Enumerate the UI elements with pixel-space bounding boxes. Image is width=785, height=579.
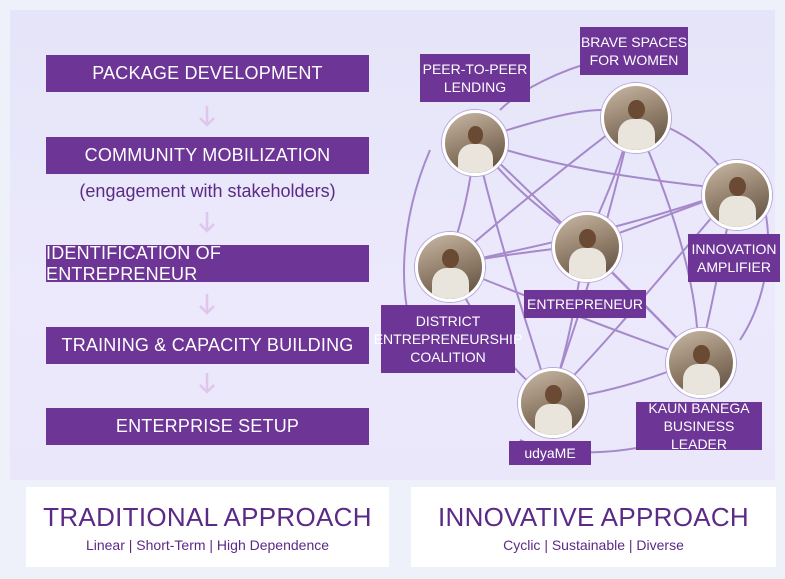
traditional-title: TRADITIONAL APPROACH (43, 501, 372, 532)
down-arrow-icon (199, 373, 215, 394)
brave-spaces-photo (601, 83, 671, 153)
kaun-banega-photo (666, 328, 736, 398)
down-arrow-icon (199, 106, 215, 127)
peer-lending-photo (442, 110, 508, 176)
step-package-development: PACKAGE DEVELOPMENT (46, 55, 369, 92)
innovative-title: INNOVATIVE APPROACH (437, 501, 750, 532)
traditional-approach-card: TRADITIONAL APPROACH Linear | Short-Term… (26, 487, 389, 567)
innovative-approach-card: INNOVATIVE APPROACH Cyclic | Sustainable… (411, 487, 776, 567)
innovative-subtitle: Cyclic | Sustainable | Diverse (503, 536, 684, 553)
label-udyame: udyaME (509, 441, 591, 465)
step-training: TRAINING & CAPACITY BUILDING (46, 327, 369, 364)
entrepreneur-photo (552, 212, 622, 282)
udyame-photo (518, 368, 588, 438)
innovation-amplifier-photo (702, 160, 772, 230)
down-arrow-icon (199, 294, 215, 315)
step-note: (engagement with stakeholders) (79, 181, 336, 201)
step-identification: IDENTIFICATION OF ENTREPRENEUR (46, 243, 369, 284)
step-enterprise-setup: ENTERPRISE SETUP (46, 408, 369, 445)
label-entrepreneur: ENTREPRENEUR (524, 290, 646, 318)
down-arrow-icon (199, 212, 215, 233)
traditional-subtitle: Linear | Short-Term | High Dependence (85, 536, 330, 553)
district-coalition-photo (415, 232, 485, 302)
step-community-mobilization: COMMUNITY MOBILIZATION (46, 137, 369, 174)
